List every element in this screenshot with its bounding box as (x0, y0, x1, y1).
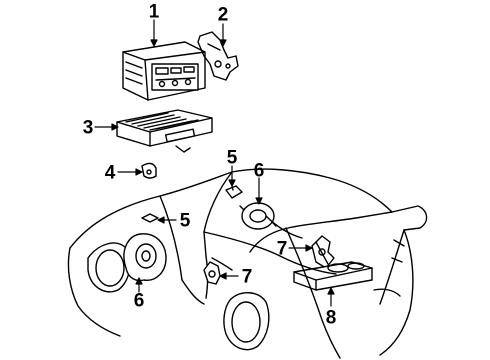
callout-6-lower: 6 (133, 290, 145, 312)
callout-5-lower: 5 (179, 210, 191, 232)
callout-1: 1 (148, 1, 160, 23)
leader-lines (94, 19, 335, 307)
door-speaker-lower (123, 233, 167, 282)
callout-4: 4 (104, 162, 116, 184)
car-body (67, 168, 428, 359)
callout-5-upper: 5 (226, 147, 238, 169)
callout-7-left: 7 (241, 266, 253, 288)
callout-7-right: 7 (276, 238, 288, 260)
tweeter-upper (225, 181, 243, 199)
speaker-bracket-right (311, 235, 335, 269)
radio-head-unit (122, 41, 206, 101)
callout-6-upper: 6 (253, 160, 265, 182)
callout-8: 8 (325, 307, 337, 329)
amplifier (116, 109, 213, 153)
tweeter-lower (141, 213, 159, 223)
small-bracket (141, 162, 157, 179)
callout-2: 2 (217, 4, 229, 26)
callout-3: 3 (82, 117, 94, 139)
speaker-upper (239, 202, 277, 230)
